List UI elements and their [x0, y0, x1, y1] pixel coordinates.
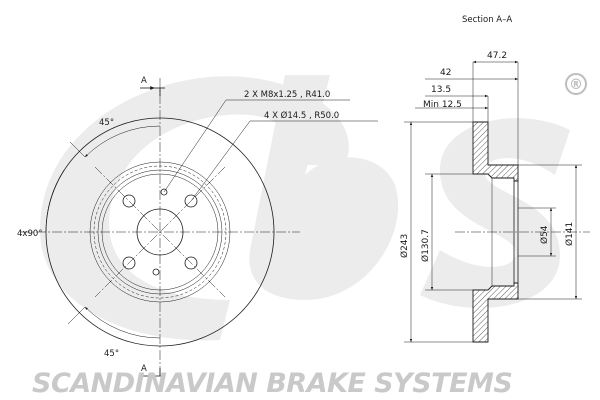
- brand-tagline: SCANDINAVIAN BRAKE SYSTEMS: [32, 368, 512, 399]
- thread-leader: [163, 99, 227, 193]
- section-marker-top: A: [141, 76, 147, 86]
- front-view: A A 45° 45° 4x90°: [17, 76, 378, 378]
- section-view: Section A–A 47.2 42 13.5 Min 12.5 Ø243 Ø…: [399, 15, 590, 343]
- registered-mark: ®: [565, 73, 587, 95]
- angle-arc-bottom: [84, 306, 161, 339]
- bolt-hole: [184, 256, 198, 270]
- angle-arc-top: [84, 125, 161, 158]
- section-title: Section A–A: [462, 15, 512, 25]
- angle-label-bottom: 45°: [104, 349, 119, 359]
- center-bore: [136, 208, 184, 256]
- hat-ring-hidden: [93, 165, 227, 299]
- dim-thickness: 13.5: [431, 85, 451, 95]
- dim-min-thickness: Min 12.5: [423, 100, 462, 110]
- dim-hub-diameter: Ø141: [564, 222, 575, 246]
- section-marker-bottom: A: [141, 364, 147, 374]
- svg-text:®: ®: [569, 77, 583, 93]
- dim-hat-diameter: Ø130.7: [420, 229, 431, 262]
- hole-leader: [190, 120, 251, 202]
- bolt-pattern-arc: [45, 169, 65, 233]
- dim-overall-height: 47.2: [487, 51, 507, 61]
- hole-callout: 4 X Ø14.5 , R50.0: [264, 110, 339, 121]
- sbs-logo-watermark: [40, 75, 570, 341]
- threaded-hole: [160, 188, 168, 196]
- bolt-pattern-label: 4x90°: [17, 229, 43, 239]
- bolt-hole: [184, 194, 198, 208]
- angle-label-top: 45°: [99, 118, 114, 128]
- bolt-hole: [122, 256, 136, 270]
- dim-hat-depth: 42: [440, 68, 451, 78]
- bolt-hole: [122, 194, 136, 208]
- dim-outer-diameter: Ø243: [399, 234, 410, 258]
- hat-ring-outer: [89, 161, 231, 303]
- dim-center-bore: Ø54: [539, 225, 550, 244]
- section-profile-lower: [472, 282, 519, 343]
- threaded-hole: [152, 268, 160, 276]
- thread-callout: 2 X M8x1.25 , R41.0: [244, 90, 330, 100]
- hat-ring-inner: [97, 169, 223, 295]
